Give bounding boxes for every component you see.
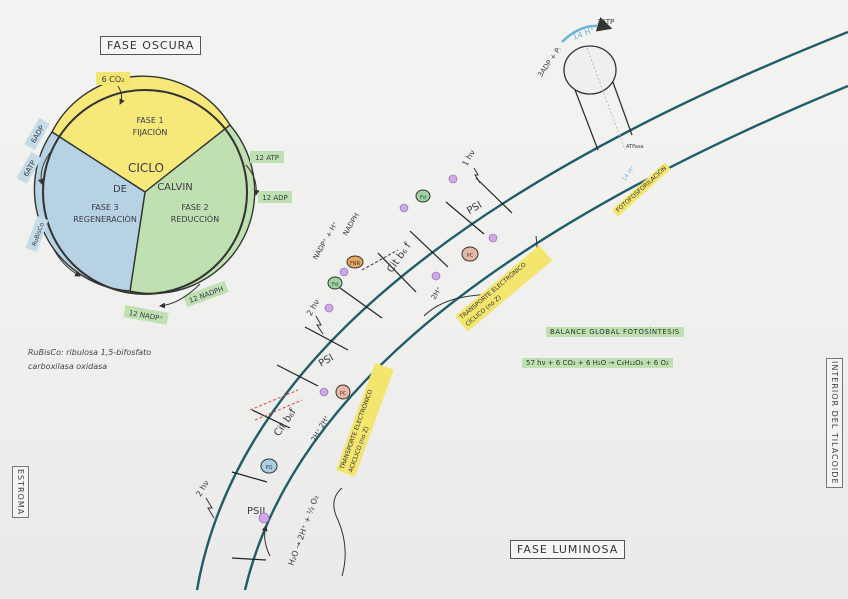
pc-upper-label: PC [467, 253, 474, 259]
fase-luminosa-title: FASE LUMINOSA [517, 543, 618, 556]
rubisco-note: RuBisCo: ribulosa 1,5-bifosfato carboxil… [28, 346, 151, 374]
calvin-cycle: FASE 1 FIJACIÓN FASE 2 REDUCCIÓN FASE 3 … [16, 72, 292, 325]
atpasa-label: ATPasa [626, 144, 644, 150]
psi-upper-label: PSI [465, 200, 484, 217]
fd-upper-label: Fd [420, 195, 426, 201]
fase1-line2: FIJACIÓN [133, 126, 168, 137]
pq-label: PQ [266, 465, 273, 471]
light3-label: 1 hν [461, 148, 478, 168]
fase3-line1: FASE 3 [91, 203, 118, 212]
h-upper-label: 2H⁺ [430, 285, 444, 301]
interior-tilacoide-label: INTERIOR DEL TILACOIDE [826, 358, 843, 488]
fase-oscura-box: FASE OSCURA [100, 36, 201, 55]
light1-label: 2 hν [194, 478, 211, 498]
atpasa-head [564, 46, 616, 94]
fase2-line2: REDUCCIÓN [171, 213, 219, 224]
estroma-text: ESTROMA [16, 469, 25, 515]
h-lower-label: 2H⁺ 2H⁺ [310, 414, 332, 443]
center-de: DE [113, 184, 127, 195]
thylakoid-membrane: PSII Cit b₆f PSI Cit b₆ f PSI PQ PC Fd F… [194, 18, 848, 590]
estroma-label: ESTROMA [12, 466, 29, 518]
interior-tilacoide-text: INTERIOR DEL TILACOIDE [830, 361, 839, 485]
balance-equation: 57 hν + 6 CO₂ + 6 H₂O → C₆H₁₂O₆ + 6 O₂ [522, 358, 673, 368]
center-ciclo: CICLO [128, 161, 164, 175]
atp-synth-left: 3ADP + Pᵢ [536, 46, 562, 79]
rubisco-note-line1: RuBisCo: ribulosa 1,5-bifosfato [28, 346, 151, 360]
fd-lower-label: Fd [332, 282, 338, 288]
light2-label: 2 hν [305, 297, 322, 317]
nadph-upper-label: NADPH [342, 212, 361, 238]
balance-title: BALANCE GLOBAL FOTOSÍNTESIS [546, 327, 684, 337]
atp-right: 12 ATP [255, 154, 279, 162]
adp-right: 12 ADP [262, 194, 288, 202]
pc-lower-label: PC [340, 391, 347, 397]
fase2-line1: FASE 2 [181, 203, 208, 212]
rubisco-note-line2: carboxilasa oxidasa [28, 360, 151, 374]
center-calvin: CALVIN [157, 182, 193, 193]
nadp-upper-label: NADP⁺ + H⁺ [312, 220, 340, 261]
fase-oscura-title: FASE OSCURA [107, 39, 194, 52]
fase-luminosa-box: FASE LUMINOSA [510, 540, 625, 559]
fase3-line2: REGENERACIÓN [73, 213, 137, 224]
water-label: H₂O → 2H⁺ + ½ O₂ [287, 494, 321, 567]
co2-label: 6 CO₂ [102, 75, 125, 84]
acyclic-brace [334, 488, 345, 576]
fase1-line1: FASE 1 [136, 116, 163, 125]
membrane-outer-line [197, 32, 848, 590]
atpasa-h-inside: 14 H⁺ [621, 165, 637, 183]
fnr-label: FNR [350, 261, 361, 267]
